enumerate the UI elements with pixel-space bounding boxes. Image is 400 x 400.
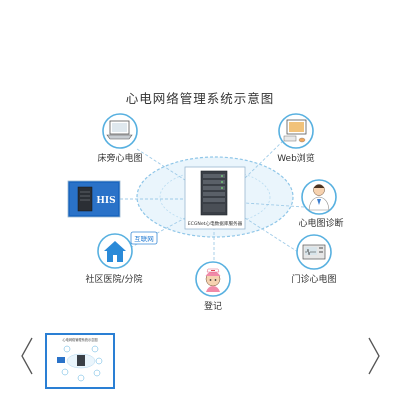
bedside-label: 床旁心电图 [97,154,143,164]
nurse-icon [205,268,221,292]
bedside-node [102,113,138,149]
center-server-label: ECGNet心电数据库服务器 [188,220,243,227]
connection-lines [120,140,305,260]
community-node [97,233,133,269]
chevron-left-icon[interactable] [19,336,35,376]
doctor-icon [308,184,330,211]
his-node: HIS [67,180,121,218]
registration-label: 登记 [203,302,223,312]
chevron-right-icon[interactable] [366,336,382,376]
registration-node [195,261,231,297]
ecg-machine-icon [302,244,326,260]
internet-tag: 互联网 [130,231,158,245]
center-server: ECGNet心电数据库服务器 [184,166,246,230]
server-icon [77,186,93,212]
his-label: HIS [96,196,115,206]
internet-tag-label: 互联网 [134,234,154,243]
outpatient-node [296,234,332,270]
web-node [278,113,314,149]
thumbnail-title: 心电网络管理系统示意图 [62,337,97,342]
community-label: 社区医院/分院 [85,275,143,285]
computer-icon [283,119,307,143]
server-rack-icon [200,170,228,216]
diagnosis-node [301,179,337,215]
network-ring-inner [159,169,271,225]
outpatient-label: 门诊心电图 [291,275,337,285]
laptop-icon [106,120,133,140]
web-label: Web浏览 [277,154,315,164]
thumbnail-preview: 心电网络管理系统示意图 [57,337,103,382]
diagram-title: 心电网络管理系统示意图 [125,91,275,106]
house-icon [104,241,126,262]
diagnosis-label: 心电图诊断 [298,219,344,229]
gallery-thumbnail[interactable]: 心电网络管理系统示意图 [45,333,115,389]
